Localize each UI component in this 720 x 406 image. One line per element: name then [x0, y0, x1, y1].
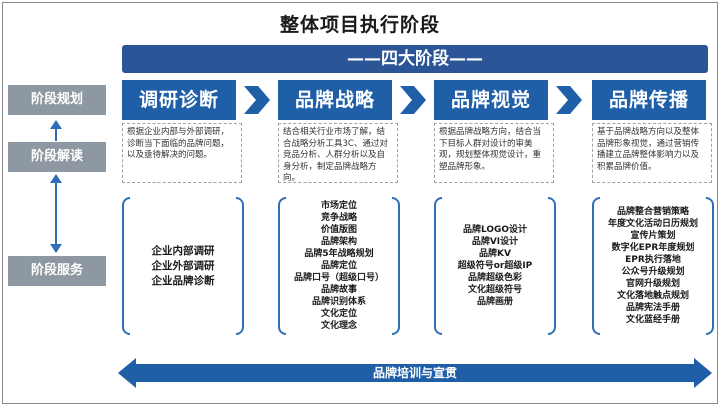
service-item: 品牌口号（超级口号）	[293, 273, 384, 283]
service-item: 企业内部调研	[151, 244, 215, 257]
service-item: 品牌识别体系	[311, 297, 366, 307]
arrow-down-icon	[50, 244, 62, 253]
service-item: 品牌宪法手册	[625, 303, 680, 313]
service-item: 文化理念	[320, 321, 357, 331]
service-item: 文化落地触点规划	[616, 291, 689, 301]
service-item: 宣传片策划	[630, 231, 676, 241]
service-item: 超级符号or超级IP	[457, 261, 533, 271]
service-item: 品牌KV	[479, 249, 511, 259]
stage-header-strategy: 品牌战略	[278, 80, 392, 120]
bracket-left	[122, 197, 130, 335]
stage-description-visual: 根据品牌战略方向，结合当下目标人群对设计的审美观，规划整体视觉设计，重塑品牌形象…	[434, 123, 554, 183]
service-box-research: 企业内部调研 企业外部调研 企业品牌诊断	[122, 197, 244, 335]
connector-line	[55, 182, 57, 244]
service-item: 品牌整合营销策略	[616, 207, 689, 217]
service-item: 品牌故事	[320, 285, 357, 295]
connector-line	[55, 128, 57, 141]
service-item: 品牌超级色彩	[467, 273, 522, 283]
side-label-planning: 阶段规划	[8, 85, 106, 115]
service-item: 品牌LOGO设计	[462, 225, 528, 235]
service-box-strategy: 市场定位 竞争战略 价值版图 品牌架构 品牌5年战略规划 品牌定位 品牌口号（超…	[278, 197, 400, 335]
bracket-right	[706, 197, 714, 335]
side-label-interpretation: 阶段解读	[8, 142, 106, 172]
arrow-up-icon	[50, 174, 62, 183]
service-item: 品牌架构	[320, 237, 357, 247]
service-list: 企业内部调研 企业外部调研 企业品牌诊断	[152, 244, 215, 289]
stage-header-research: 调研诊断	[122, 80, 236, 120]
service-item: 品牌画册	[476, 297, 513, 307]
service-item: 品牌定位	[320, 261, 357, 271]
service-item: 品牌5年战略规划	[304, 249, 374, 259]
stage-description-research: 根据企业内部与外部调研，诊断当下面临的品牌问题，以及亟待解决的问题。	[122, 123, 242, 183]
service-item: 年度文化活动日历规划	[607, 219, 698, 229]
service-item: 公众号升级规划	[621, 267, 685, 277]
page-title: 整体项目执行阶段	[279, 14, 440, 36]
service-item: 数字化EPR年度规划	[611, 243, 695, 253]
four-stages-banner: ——四大阶段——	[122, 45, 708, 73]
arrow-up-icon	[50, 120, 62, 129]
service-item: EPR执行落地	[625, 255, 681, 265]
service-item: 企业品牌诊断	[151, 274, 215, 287]
chevron-right-icon	[244, 86, 270, 114]
bracket-left	[434, 197, 442, 335]
chevron-right-icon	[400, 86, 426, 114]
chevron-right-icon	[556, 86, 582, 114]
side-label-services: 阶段服务	[8, 256, 106, 286]
service-item: 市场定位	[320, 201, 357, 211]
double-arrow-icon	[118, 358, 712, 388]
bracket-right	[392, 197, 400, 335]
service-list: 品牌整合营销策略 年度文化活动日历规划 宣传片策划 数字化EPR年度规划 EPR…	[608, 206, 698, 326]
stage-header-communication: 品牌传播	[592, 80, 706, 120]
service-item: 文化超级符号	[467, 285, 522, 295]
stage-header-visual: 品牌视觉	[434, 80, 548, 120]
service-item: 竞争战略	[320, 213, 357, 223]
stage-description-strategy: 结合相关行业市场了解，结合战略分析工具3C、通过对竞品分析、人群分析以及自身分析…	[278, 123, 398, 183]
service-item: 价值版图	[320, 225, 357, 235]
bottom-bar-label: 品牌培训与宣贯	[372, 366, 457, 380]
bracket-left	[278, 197, 286, 335]
service-item: 文化定位	[320, 309, 357, 319]
service-list: 品牌LOGO设计 品牌VI设计 品牌KV 超级符号or超级IP 品牌超级色彩 文…	[458, 224, 533, 308]
stage-description-communication: 基于品牌战略方向以及整体品牌形象视觉，通过营销传播建立品牌整体影响力以及积累品牌…	[592, 123, 712, 183]
bracket-left	[592, 197, 600, 335]
service-item: 企业外部调研	[151, 259, 215, 272]
service-list: 市场定位 竞争战略 价值版图 品牌架构 品牌5年战略规划 品牌定位 品牌口号（超…	[294, 200, 384, 332]
service-box-communication: 品牌整合营销策略 年度文化活动日历规划 宣传片策划 数字化EPR年度规划 EPR…	[592, 197, 714, 335]
bracket-right	[548, 197, 556, 335]
service-item: 官网升级规划	[625, 279, 680, 289]
service-item: 文化蓝经手册	[625, 315, 680, 325]
bracket-right	[236, 197, 244, 335]
service-item: 品牌VI设计	[471, 237, 519, 247]
service-box-visual: 品牌LOGO设计 品牌VI设计 品牌KV 超级符号or超级IP 品牌超级色彩 文…	[434, 197, 556, 335]
